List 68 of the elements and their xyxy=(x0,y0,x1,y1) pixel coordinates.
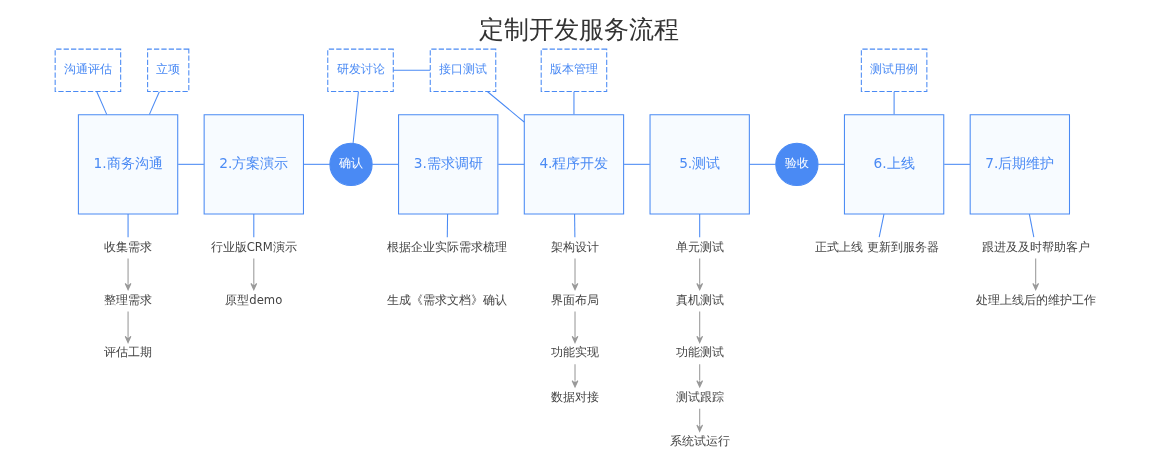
arrow xyxy=(695,407,703,432)
node-box: 5.测试 xyxy=(649,113,750,214)
connector xyxy=(302,163,330,165)
node-box: 研发讨论 xyxy=(326,48,394,92)
node-box: 2.方案演示 xyxy=(203,113,304,214)
node-text: 架构设计 xyxy=(550,239,599,254)
arrow xyxy=(124,310,131,343)
node-box: 测试用例 xyxy=(860,48,927,92)
connector xyxy=(148,90,160,115)
node-box: 7.后期维护 xyxy=(969,113,1070,214)
connector xyxy=(573,213,575,238)
node-text: 原型demo xyxy=(224,292,282,307)
connector xyxy=(572,90,574,115)
connector xyxy=(1028,213,1034,238)
node-text: 整理需求 xyxy=(103,292,152,307)
node-text: 界面布局 xyxy=(550,292,599,307)
node-box: 沟通评估 xyxy=(54,48,121,92)
node-text: 数据对接 xyxy=(550,389,599,404)
node-text: 收集需求 xyxy=(103,239,152,254)
node-text: 跟进及及时帮助客户 xyxy=(981,239,1090,254)
connector xyxy=(252,213,254,238)
node-box: 4.程序开发 xyxy=(523,113,624,214)
connector xyxy=(95,90,107,115)
connector xyxy=(893,90,895,115)
node-text: 行业版CRM演示 xyxy=(210,239,297,254)
connector xyxy=(878,213,884,238)
connector xyxy=(371,163,399,165)
node-box: 版本管理 xyxy=(540,48,607,92)
node-text: 根据企业实际需求梳理 xyxy=(386,239,507,254)
diagram-title: 定制开发服务流程 xyxy=(479,13,679,44)
arrow xyxy=(695,310,703,343)
node-box: 3.需求调研 xyxy=(397,113,498,214)
arrow xyxy=(571,310,578,343)
node-text: 单元测试 xyxy=(675,239,724,254)
arrow xyxy=(124,257,131,290)
node-text: 测试跟踪 xyxy=(675,389,724,404)
connector xyxy=(497,163,525,165)
connector xyxy=(352,90,359,144)
arrow xyxy=(249,257,257,290)
node-box: 接口测试 xyxy=(429,48,496,92)
node-box: 1.商务沟通 xyxy=(77,113,178,214)
connector xyxy=(748,163,776,165)
connector xyxy=(817,163,845,165)
connector xyxy=(943,163,970,165)
arrow xyxy=(695,257,703,290)
node-text: 功能测试 xyxy=(675,344,724,359)
label: 生成《需求文档》确认 xyxy=(386,292,507,307)
connector xyxy=(486,90,525,123)
node-box: 6.上线 xyxy=(843,113,944,214)
connector xyxy=(623,163,650,165)
node-circle: 验收 xyxy=(774,142,819,186)
node-text: 功能实现 xyxy=(550,344,599,359)
connector xyxy=(698,213,700,238)
node-text: 系统试运行 xyxy=(669,433,730,448)
arrow xyxy=(571,363,578,388)
node-text: 评估工期 xyxy=(103,344,152,359)
connector xyxy=(177,163,204,165)
arrow xyxy=(695,363,703,388)
node-text: 正式上线 更新到服务器 xyxy=(814,239,939,254)
node-circle: 确认 xyxy=(328,142,373,186)
connector xyxy=(127,213,129,238)
node-text: 处理上线后的维护工作 xyxy=(975,292,1096,307)
connector xyxy=(446,213,448,238)
node-box: 立项 xyxy=(146,48,189,92)
arrow xyxy=(571,257,578,290)
connector xyxy=(392,69,431,71)
arrow xyxy=(1031,257,1039,290)
node-text: 真机测试 xyxy=(675,292,724,307)
